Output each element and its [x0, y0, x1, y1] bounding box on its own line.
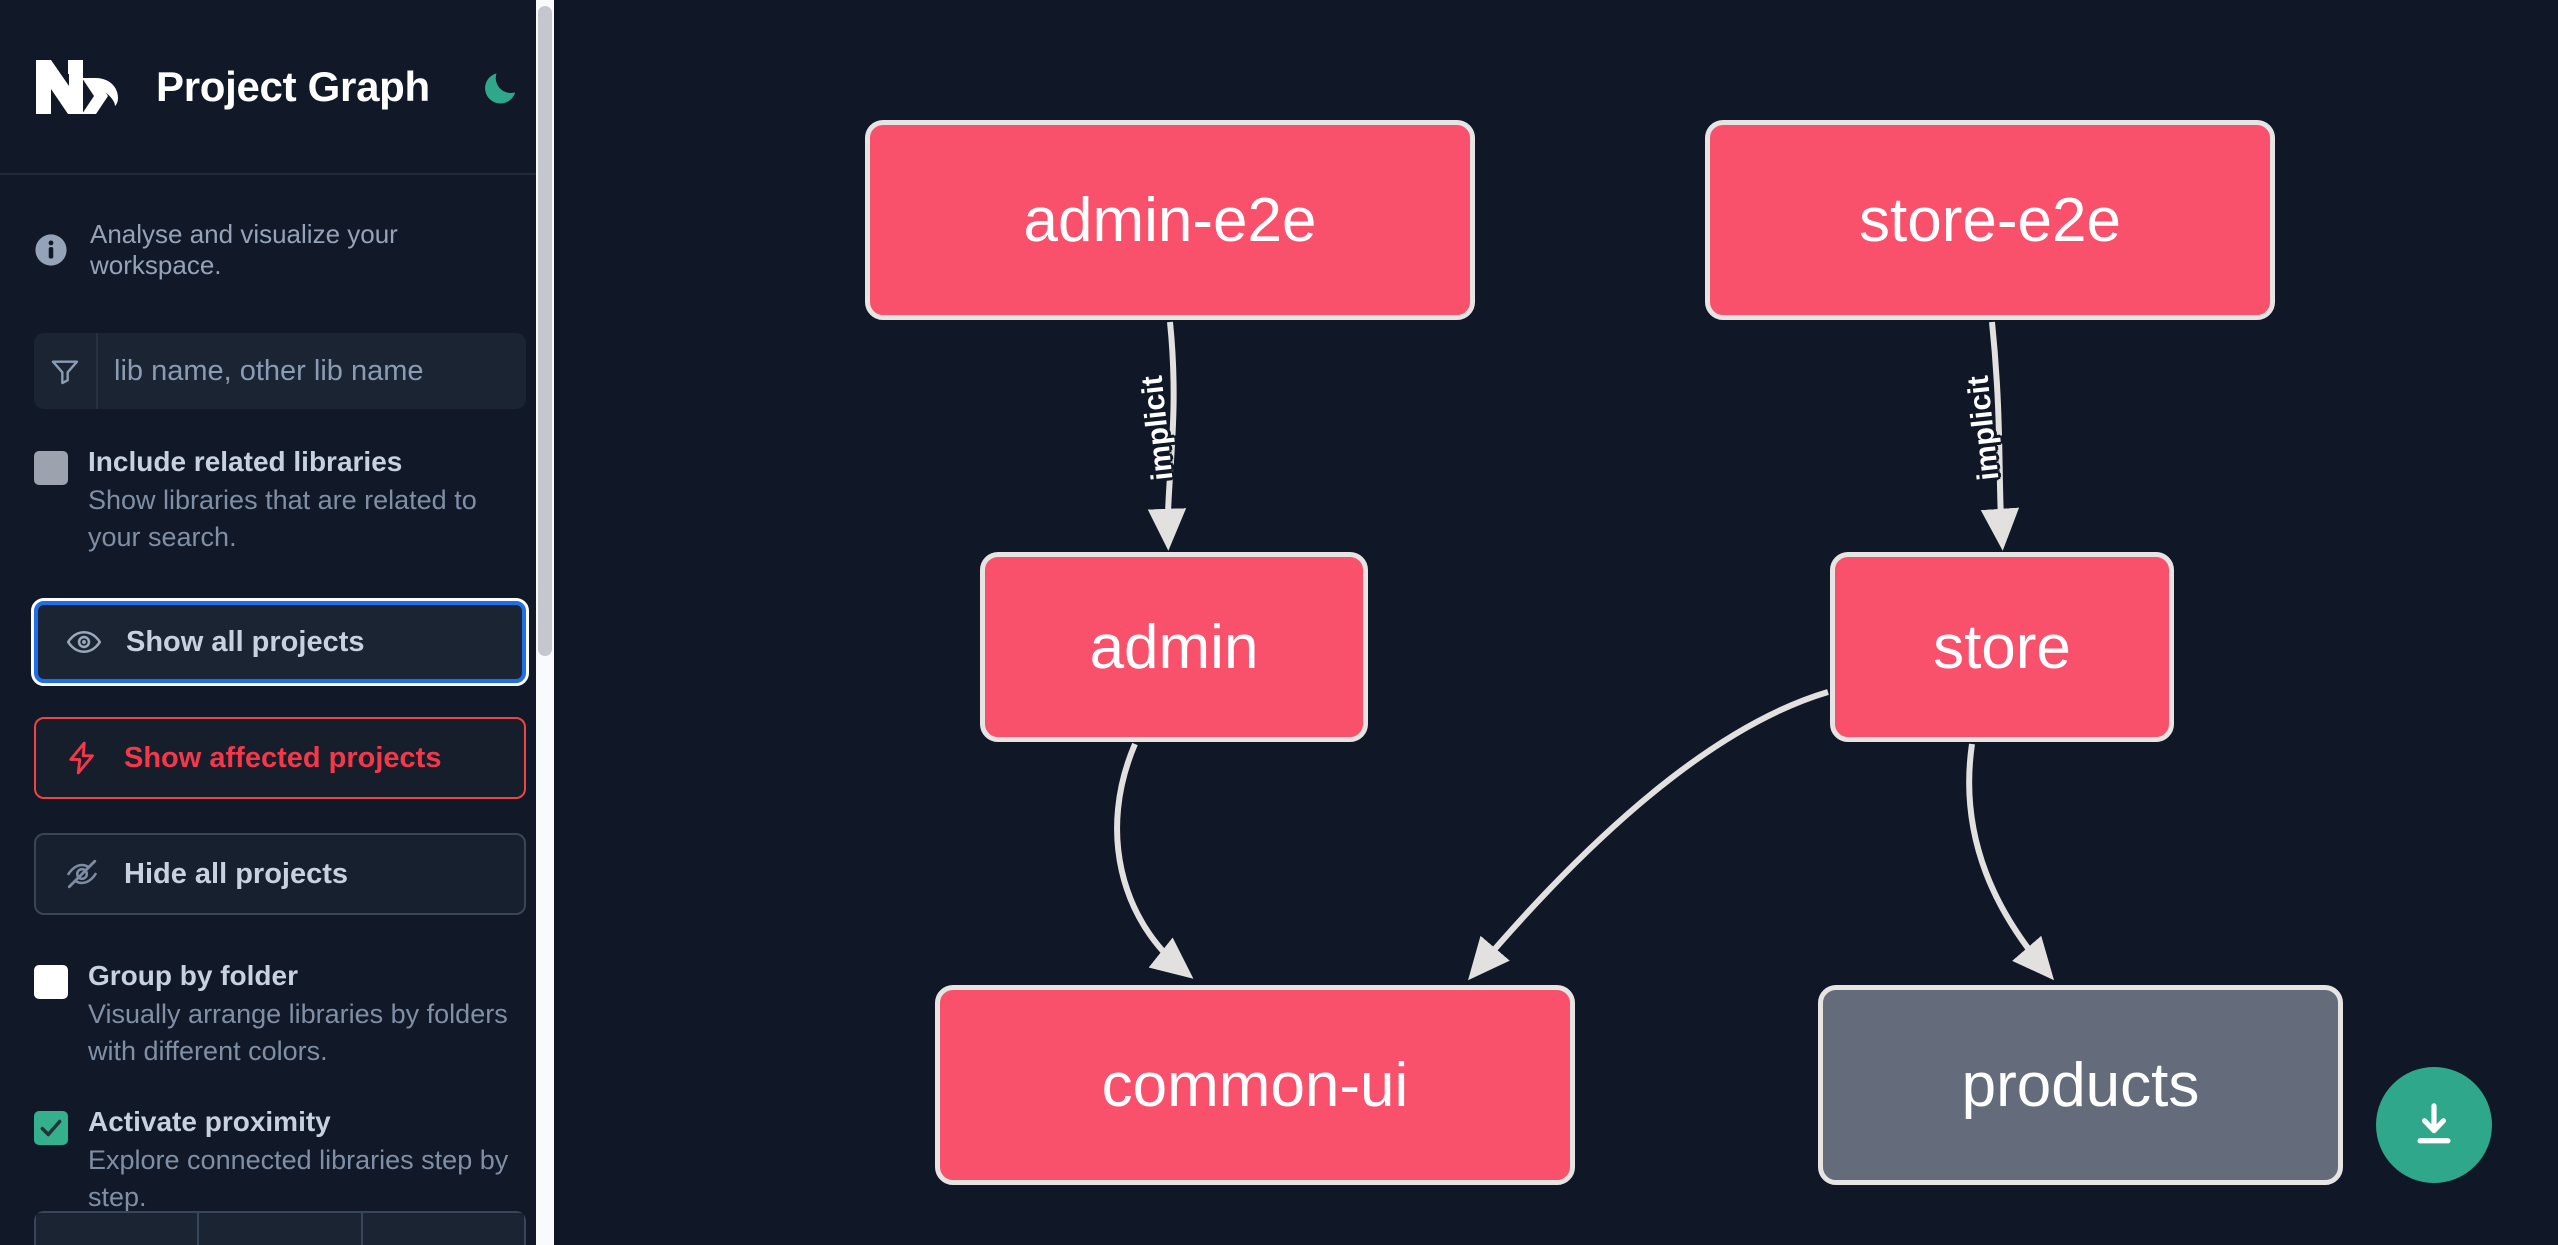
group-by-folder-checkbox[interactable] [34, 965, 68, 1000]
show-affected-projects-label: Show affected projects [124, 741, 442, 774]
search-field[interactable] [34, 333, 526, 410]
moon-icon[interactable] [478, 64, 524, 110]
activate-proximity-checkbox[interactable] [34, 1111, 68, 1146]
info-circle-icon [34, 233, 68, 267]
group-by-folder-option: Group by folder Visually arrange librari… [0, 915, 560, 1069]
segment-2[interactable] [199, 1211, 363, 1245]
activate-proximity-description: Explore connected libraries step by step… [88, 1145, 509, 1212]
projects-button-group: Show all projects Show affected projects [0, 555, 560, 916]
graph-node-common-ui[interactable]: common-ui [935, 985, 1575, 1185]
graph-node-admin[interactable]: admin [980, 552, 1368, 742]
sidebar-edge [554, 0, 560, 1245]
hide-all-projects-button[interactable]: Hide all projects [34, 833, 526, 916]
include-related-libraries-description: Show libraries that are related to your … [88, 485, 477, 552]
proximity-step-segmented-control[interactable] [34, 1211, 526, 1245]
edge-admin-common-ui [1114, 742, 1194, 979]
hide-all-projects-label: Hide all projects [124, 857, 349, 890]
sidebar-scrollbar[interactable] [536, 0, 554, 1245]
show-affected-projects-button[interactable]: Show affected projects [34, 717, 526, 800]
show-all-projects-label: Show all projects [126, 625, 365, 658]
include-related-libraries-label: Include related libraries [88, 446, 403, 478]
graph-node-products[interactable]: products [1818, 985, 2343, 1185]
activate-proximity-label: Activate proximity [88, 1106, 331, 1138]
nx-logo-icon [34, 56, 130, 118]
show-all-projects-button[interactable]: Show all projects [31, 598, 529, 687]
segment-3[interactable] [362, 1211, 526, 1245]
include-related-libraries-checkbox[interactable] [34, 451, 68, 486]
lightning-bolt-icon [64, 740, 100, 776]
sidebar: Project Graph Analyse and visualize your… [0, 0, 560, 1245]
eye-icon [66, 624, 102, 660]
group-by-folder-label: Group by folder [88, 960, 298, 992]
sidebar-scrollbar-thumb[interactable] [538, 6, 552, 656]
sidebar-header: Project Graph [0, 0, 560, 175]
search-input[interactable] [98, 333, 526, 410]
edge-admin-e2e-admin [1147, 321, 1187, 551]
graph-canvas[interactable]: implicit implicit admin-e2e store-e2e ad… [560, 0, 2558, 1245]
edge-store-common-ui [1468, 689, 1829, 981]
segment-1[interactable] [34, 1211, 200, 1245]
graph-node-store[interactable]: store [1830, 552, 2174, 742]
filter-funnel-icon [34, 333, 98, 410]
eye-off-icon [64, 856, 100, 892]
include-related-libraries-option: Include related libraries Show libraries… [0, 409, 560, 555]
info-text: Analyse and visualize your workspace. [90, 219, 398, 281]
edge-store-e2e-store [1980, 321, 2020, 551]
page-title: Project Graph [156, 62, 430, 110]
graph-node-store-e2e[interactable]: store-e2e [1705, 120, 2275, 320]
download-icon [2407, 1098, 2461, 1152]
graph-node-admin-e2e[interactable]: admin-e2e [865, 120, 1475, 320]
activate-proximity-option: Activate proximity Explore connected lib… [0, 1069, 560, 1215]
graph-edges [1114, 321, 2055, 981]
group-by-folder-description: Visually arrange libraries by folders wi… [88, 999, 508, 1066]
info-banner: Analyse and visualize your workspace. [0, 175, 560, 281]
download-button[interactable] [2376, 1067, 2492, 1183]
edge-store-products [1966, 743, 2055, 981]
